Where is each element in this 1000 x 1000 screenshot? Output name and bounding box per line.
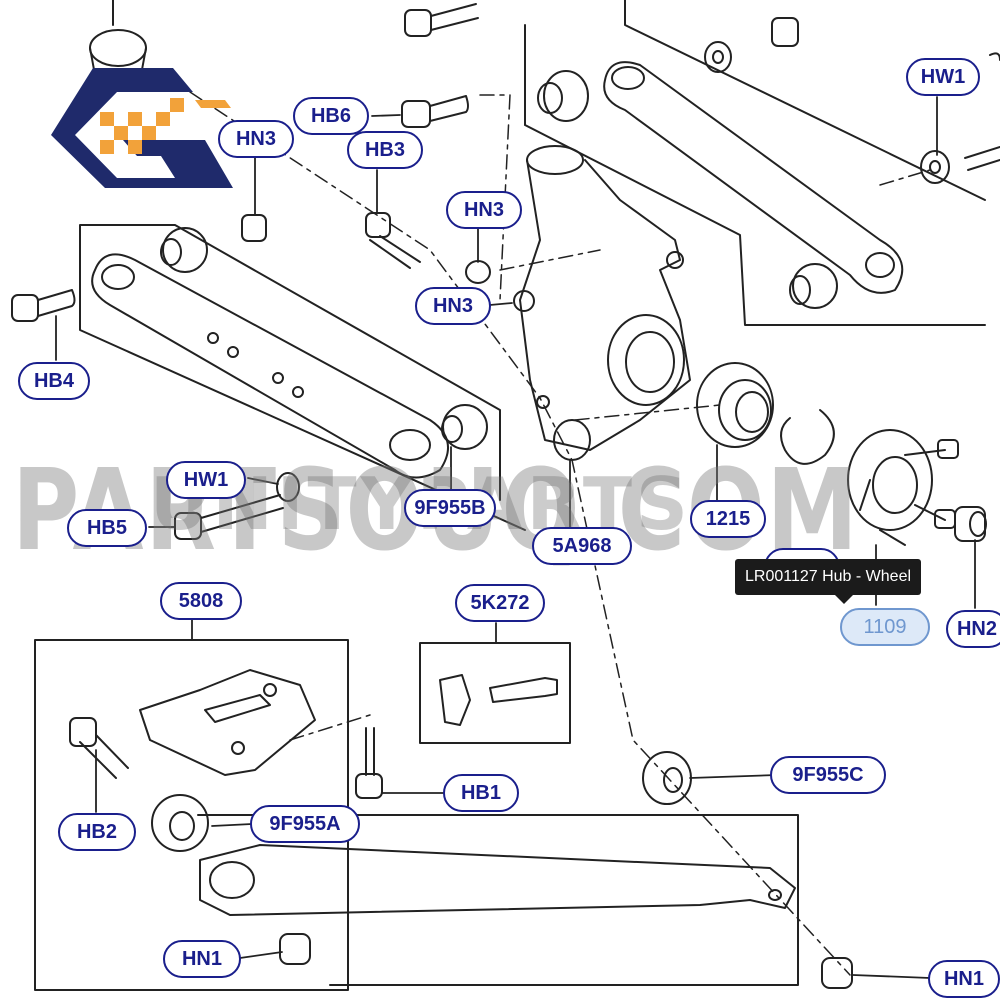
bolt-top [404,3,479,37]
tooltip-text: LR001127 Hub - Wheel [745,568,912,585]
lower-control-frame [197,814,799,986]
callout-hn1-left[interactable]: HN1 [163,940,241,978]
callout-hn3-b[interactable]: HN3 [446,191,522,229]
callout-hb5[interactable]: HB5 [67,509,147,547]
upper-link-arm [537,61,904,309]
callout-9f955b[interactable]: 9F955B [404,489,496,527]
bolt-hb6 [401,95,469,128]
callout-9f955c[interactable]: 9F955C [770,756,886,794]
tooltip-arrow [835,595,853,604]
callout-1109[interactable]: 1109 [840,608,930,646]
callout-hn1-right[interactable]: HN1 [928,960,1000,998]
callout-hb1[interactable]: HB1 [443,774,519,812]
clip-frame [419,642,571,744]
callout-hb3[interactable]: HB3 [347,131,423,169]
lower-arm-frame [79,224,526,531]
nut-hn2 [954,506,987,542]
nut-hn3-a [241,214,267,242]
bolt-hb1 [355,727,383,799]
bracket-frame [34,639,349,991]
wheel-hub [847,429,959,546]
callout-hb6[interactable]: HB6 [293,97,369,135]
snap-ring [780,409,835,465]
nut-hn3-b [465,260,491,284]
upper-arm-frame [524,24,986,326]
callout-hw1-top[interactable]: HW1 [906,58,980,96]
callout-5a968[interactable]: 5A968 [532,527,632,565]
part-tooltip: LR001127 Hub - Wheel [735,559,922,604]
callout-hn3-c[interactable]: HN3 [415,287,491,325]
bearing [696,362,774,448]
callout-5k272[interactable]: 5K272 [455,584,545,622]
callout-1215[interactable]: 1215 [690,500,766,538]
callout-hn2[interactable]: HN2 [946,610,1000,648]
clip-part [439,674,558,726]
callout-hb2[interactable]: HB2 [58,813,136,851]
bolt-hb2 [69,717,129,779]
nut-hn1-right [821,957,853,989]
bolt-hb3 [365,212,421,269]
nut-hn3-c [513,290,535,312]
washer-top-right [704,17,1000,184]
washer-hw1-mid [276,472,300,502]
bracket-plate [139,669,316,776]
lower-link-arm [91,227,488,479]
callout-hw1-mid[interactable]: HW1 [166,461,246,499]
callout-hn3-a[interactable]: HN3 [218,120,294,158]
bolt-hb5 [174,494,284,540]
bolt-hb4 [11,289,76,322]
checkered-g-logo [51,68,233,188]
nut-hn1-left [279,933,311,965]
callout-9f955a[interactable]: 9F955A [250,805,360,843]
callout-hb4[interactable]: HB4 [18,362,90,400]
knuckle [519,145,691,461]
callout-5808[interactable]: 5808 [160,582,242,620]
